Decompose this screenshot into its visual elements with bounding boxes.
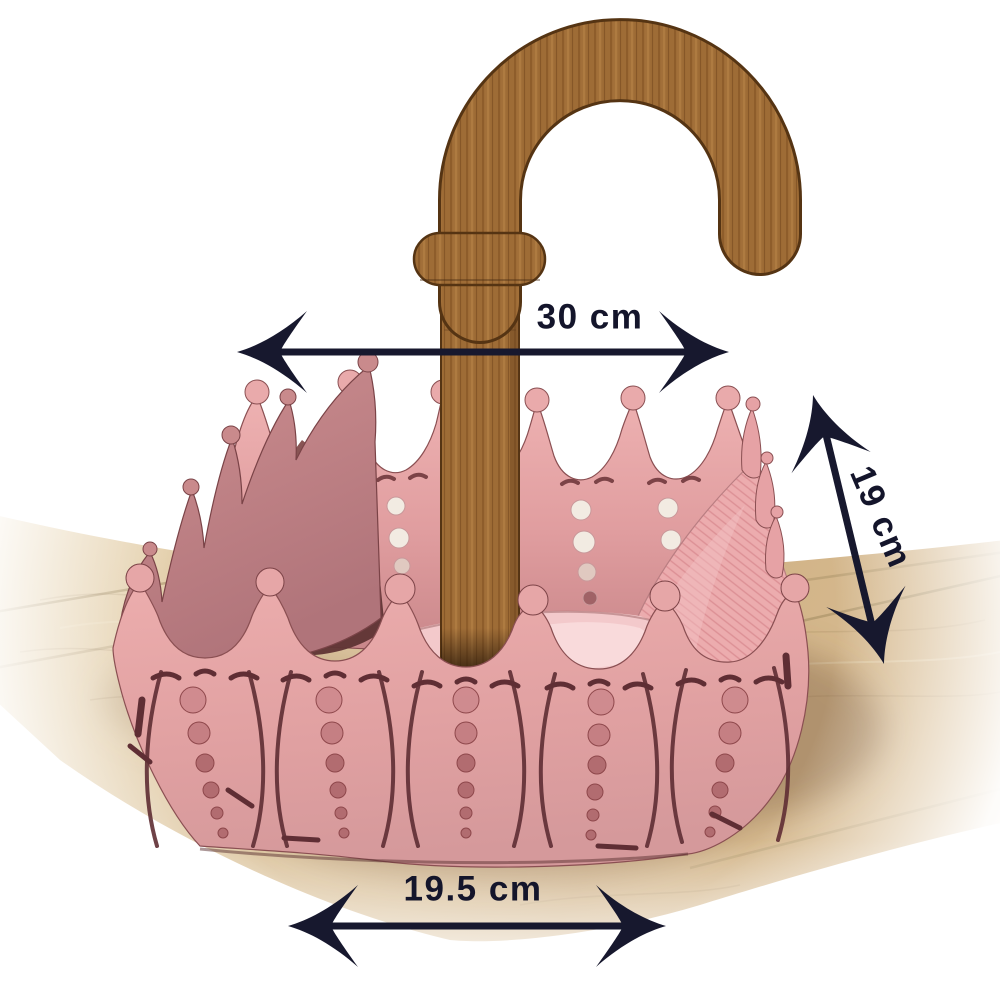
dimension-label-top-width: 30 cm (536, 297, 644, 337)
basket-left-wall (117, 351, 382, 664)
bottom-width-arrow (288, 885, 666, 967)
handle-hook (438, 18, 802, 344)
handle-collar (412, 231, 547, 287)
umbrella-basket (112, 18, 810, 868)
dimension-arrows (237, 311, 924, 967)
basket-front-wall (112, 563, 810, 868)
right-height-arrow (773, 384, 924, 675)
top-width-arrow (237, 311, 729, 393)
dimension-label-bottom-width: 19.5 cm (403, 869, 543, 909)
